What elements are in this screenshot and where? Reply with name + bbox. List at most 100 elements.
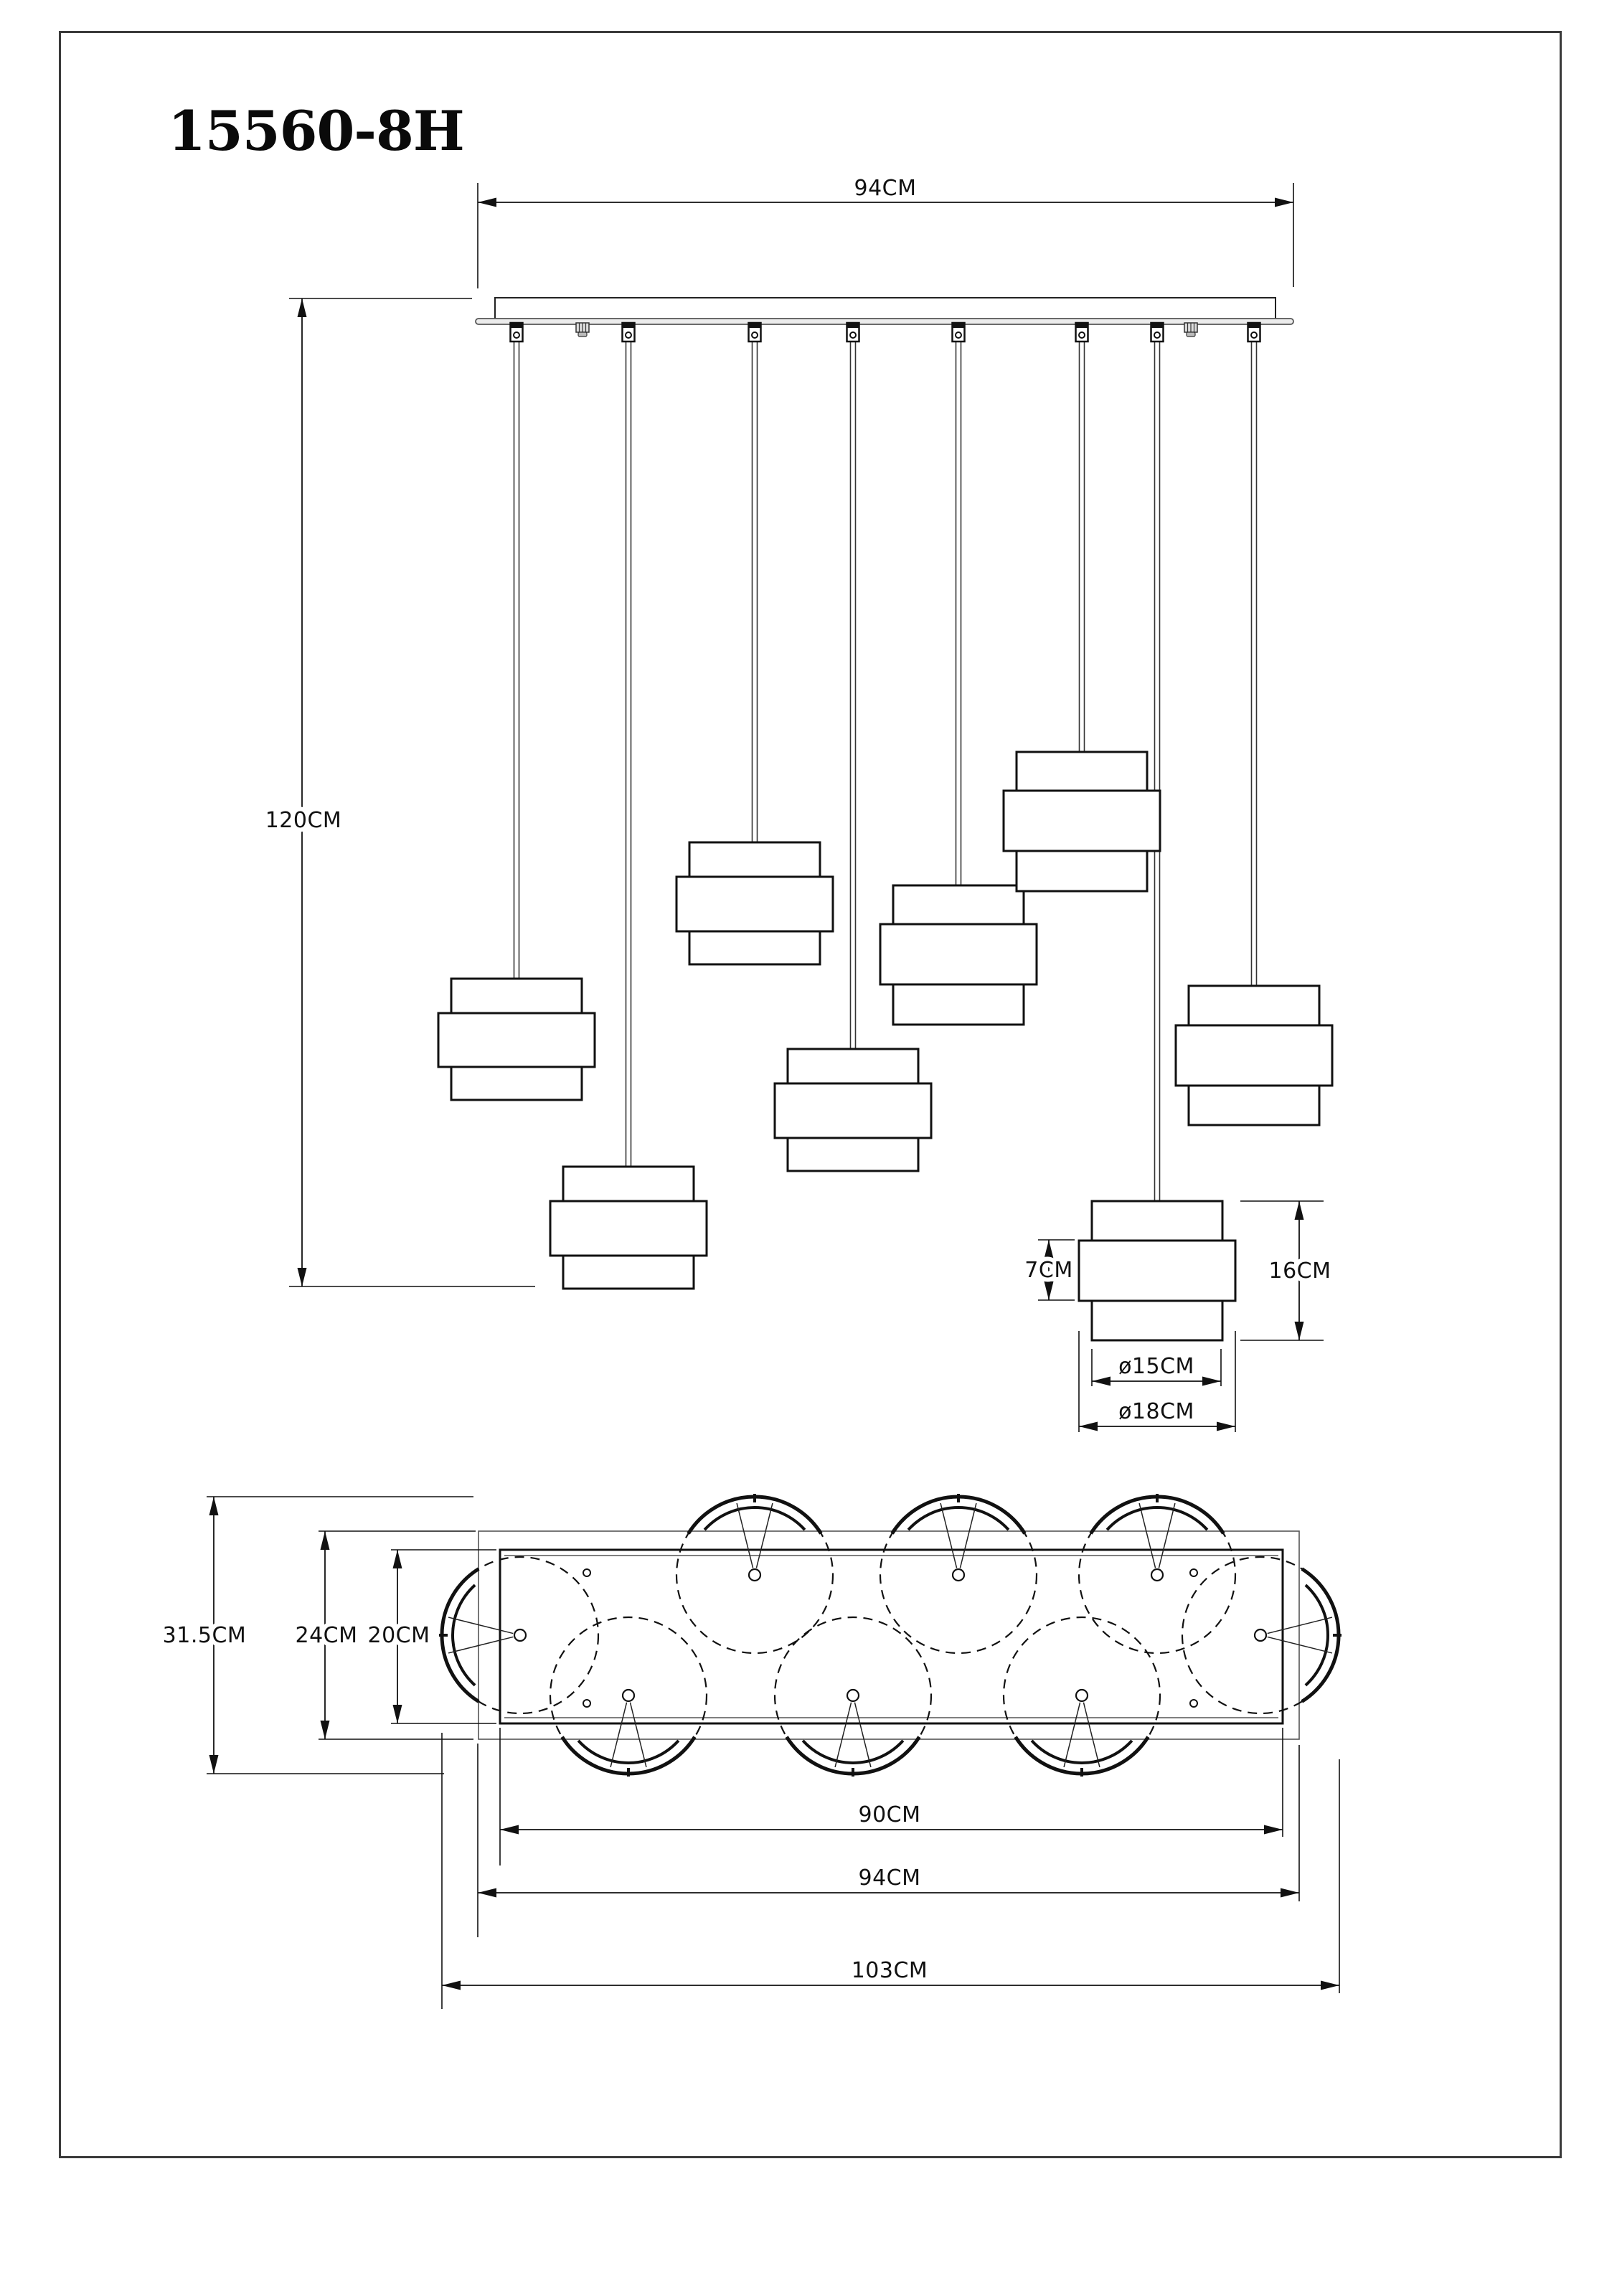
suspension-cords [513,342,1258,1201]
cord-hole [513,1628,527,1642]
cord-hole [621,1688,636,1703]
socket-wire-line [448,1617,514,1634]
dimension-arrowhead [209,1755,219,1774]
shade-top-band [892,884,1025,926]
dimension-arrowhead [478,197,496,207]
shade-bottom-band [1090,1299,1224,1342]
grip-cap [847,323,859,328]
cord-hole [1253,1628,1268,1642]
dimension-arrowhead [297,1268,307,1286]
socket-wire-line [834,1702,852,1768]
socket-wire-line [629,1702,647,1768]
pendant-shade [1078,1200,1237,1342]
dimension-arrowhead [392,1705,402,1723]
shade-bottom-band [1187,1084,1321,1126]
pendant-shade [773,1048,933,1172]
shade-bottom-band [1015,850,1149,893]
screw-hole [1189,1568,1198,1577]
dimension-arrowhead [478,1888,496,1898]
plan-shade [1181,1556,1342,1715]
cable-connector [575,322,590,337]
dimension-arrowhead [1281,1888,1299,1898]
cable-connector [1184,322,1198,337]
canopy-box [494,297,1276,320]
dimension-label: ø18CM [1118,1399,1194,1424]
pendant-shade [1174,984,1334,1126]
dimension-label: 94CM [854,176,916,201]
shade-inner-arc [907,1505,1010,1531]
socket-wire-line [448,1636,514,1654]
shade-middle-band [1002,789,1161,852]
dimension-arrowhead [1079,1421,1098,1431]
shade-outline-dashed [549,1616,708,1775]
shade-middle-band [675,875,834,933]
dimension-arrowhead [500,1825,519,1835]
cord-grip [846,321,860,343]
grip-hole [625,331,632,339]
pendant-shade [437,977,596,1101]
grip-hole [1250,331,1258,339]
model-number-title: 15560-8H [168,99,465,163]
grip-hole [1154,331,1161,339]
dimension-arrowhead [320,1531,330,1550]
shade-bottom-band [562,1254,695,1290]
socket-wire-line [940,1502,958,1568]
dimension-label: 20CM [367,1623,430,1648]
dimension-arrowhead [320,1721,330,1739]
shade-bottom-band [450,1065,583,1101]
socket-wire-line [1267,1636,1333,1654]
plan-shade [549,1616,708,1777]
socket-wire-line [1267,1617,1333,1634]
shade-inner-arc [1030,1739,1133,1765]
shade-inner-arc [451,1584,476,1687]
shade-top-band [1015,751,1149,792]
socket-wire-line [854,1702,872,1768]
pendant-shade [675,841,834,966]
grip-hole [513,331,520,339]
plan-shade [879,1494,1038,1655]
pendant-shade [549,1165,708,1290]
dimension-label: 16CM [1268,1258,1331,1284]
shade-inner-arc [801,1739,905,1765]
grip-cap [510,323,523,328]
dimension-label: 90CM [858,1802,920,1827]
cord-grip [951,321,966,343]
shade-bottom-band [786,1137,920,1172]
dimension-label: 7CM [1024,1258,1072,1283]
grip-hole [955,331,962,339]
cord-hole [951,1568,966,1582]
canopy-plate [475,318,1294,325]
grip-cap [748,323,761,328]
dimension-arrowhead [209,1497,219,1515]
shade-inner-arc [703,1505,806,1531]
dimension-arrowhead [297,298,307,317]
grip-hole [751,331,758,339]
socket-wire-line [1138,1502,1156,1568]
plan-shade [1078,1494,1237,1655]
socket-wire-line [1083,1702,1100,1768]
cord-grip [1247,321,1261,343]
grip-cap [1151,323,1164,328]
plan-shade [439,1556,600,1715]
dimension-arrowhead [1217,1421,1235,1431]
dimension-label: ø15CM [1118,1354,1194,1379]
grip-cap [952,323,965,328]
dimension-label: 24CM [295,1623,357,1648]
cord-grip [509,321,524,343]
dimension-arrowhead [1321,1980,1339,1990]
ceiling-canopy [475,297,1294,343]
grip-hole [849,331,857,339]
plan-shade [1002,1616,1161,1777]
grip-cap [1075,323,1088,328]
dimension-arrowhead [1092,1376,1111,1386]
grip-cap [1248,323,1260,328]
socket-wire-line [736,1502,754,1568]
shade-outline-dashed [1002,1616,1161,1775]
shade-bottom-band [892,983,1025,1026]
plan-inner-plate [499,1548,1284,1725]
screw-hole [1189,1699,1198,1708]
